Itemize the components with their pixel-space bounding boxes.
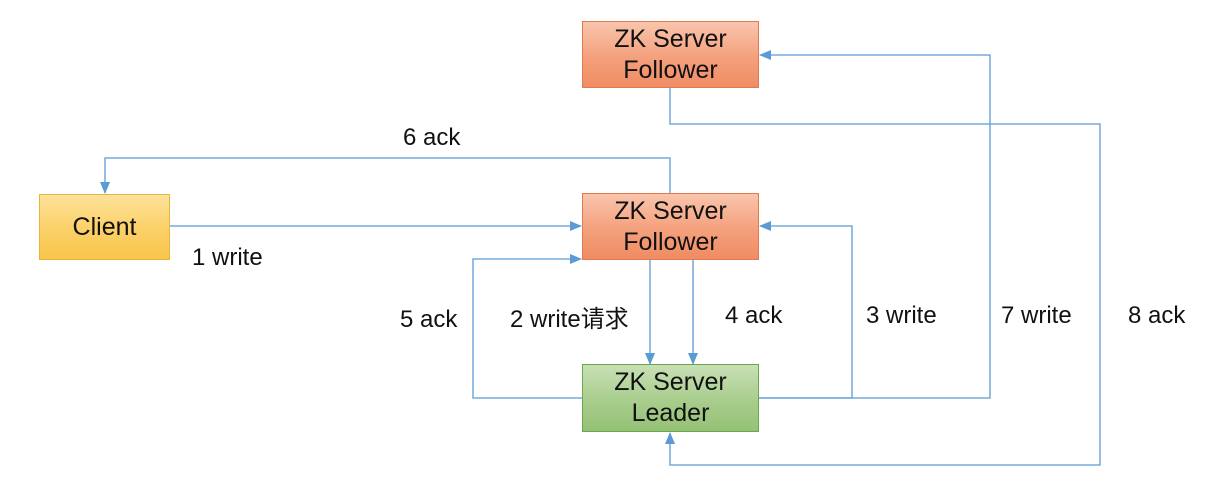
edge-8-ack: [665, 88, 1101, 466]
node-role: Follower: [623, 227, 718, 256]
follower-node-top: ZK Server Follower: [582, 21, 759, 88]
edge-label-3: 3 write: [866, 302, 937, 329]
leader-node: ZK Server Leader: [582, 364, 759, 432]
edge-label-2: 2 write请求: [510, 306, 629, 333]
edge-label-7: 7 write: [1001, 302, 1072, 329]
node-title: ZK Server: [614, 24, 727, 53]
edge-5-ack: [472, 254, 582, 399]
client-label: Client: [72, 212, 137, 241]
node-title: ZK Server: [614, 196, 727, 225]
edge-7-write: [758, 50, 991, 399]
edge-label-1: 1 write: [192, 244, 263, 271]
edge-label-6: 6 ack: [403, 124, 461, 151]
edge-label-5: 5 ack: [400, 306, 458, 333]
edge-label-4: 4 ack: [725, 302, 783, 329]
node-role: Follower: [623, 55, 718, 84]
edge-6-ack: [100, 157, 671, 194]
client-node: Client: [39, 194, 170, 260]
node-title: ZK Server: [614, 368, 727, 396]
node-role: Leader: [631, 399, 710, 427]
edge-label-8: 8 ack: [1128, 302, 1186, 329]
follower-node-middle: ZK Server Follower: [582, 193, 759, 260]
